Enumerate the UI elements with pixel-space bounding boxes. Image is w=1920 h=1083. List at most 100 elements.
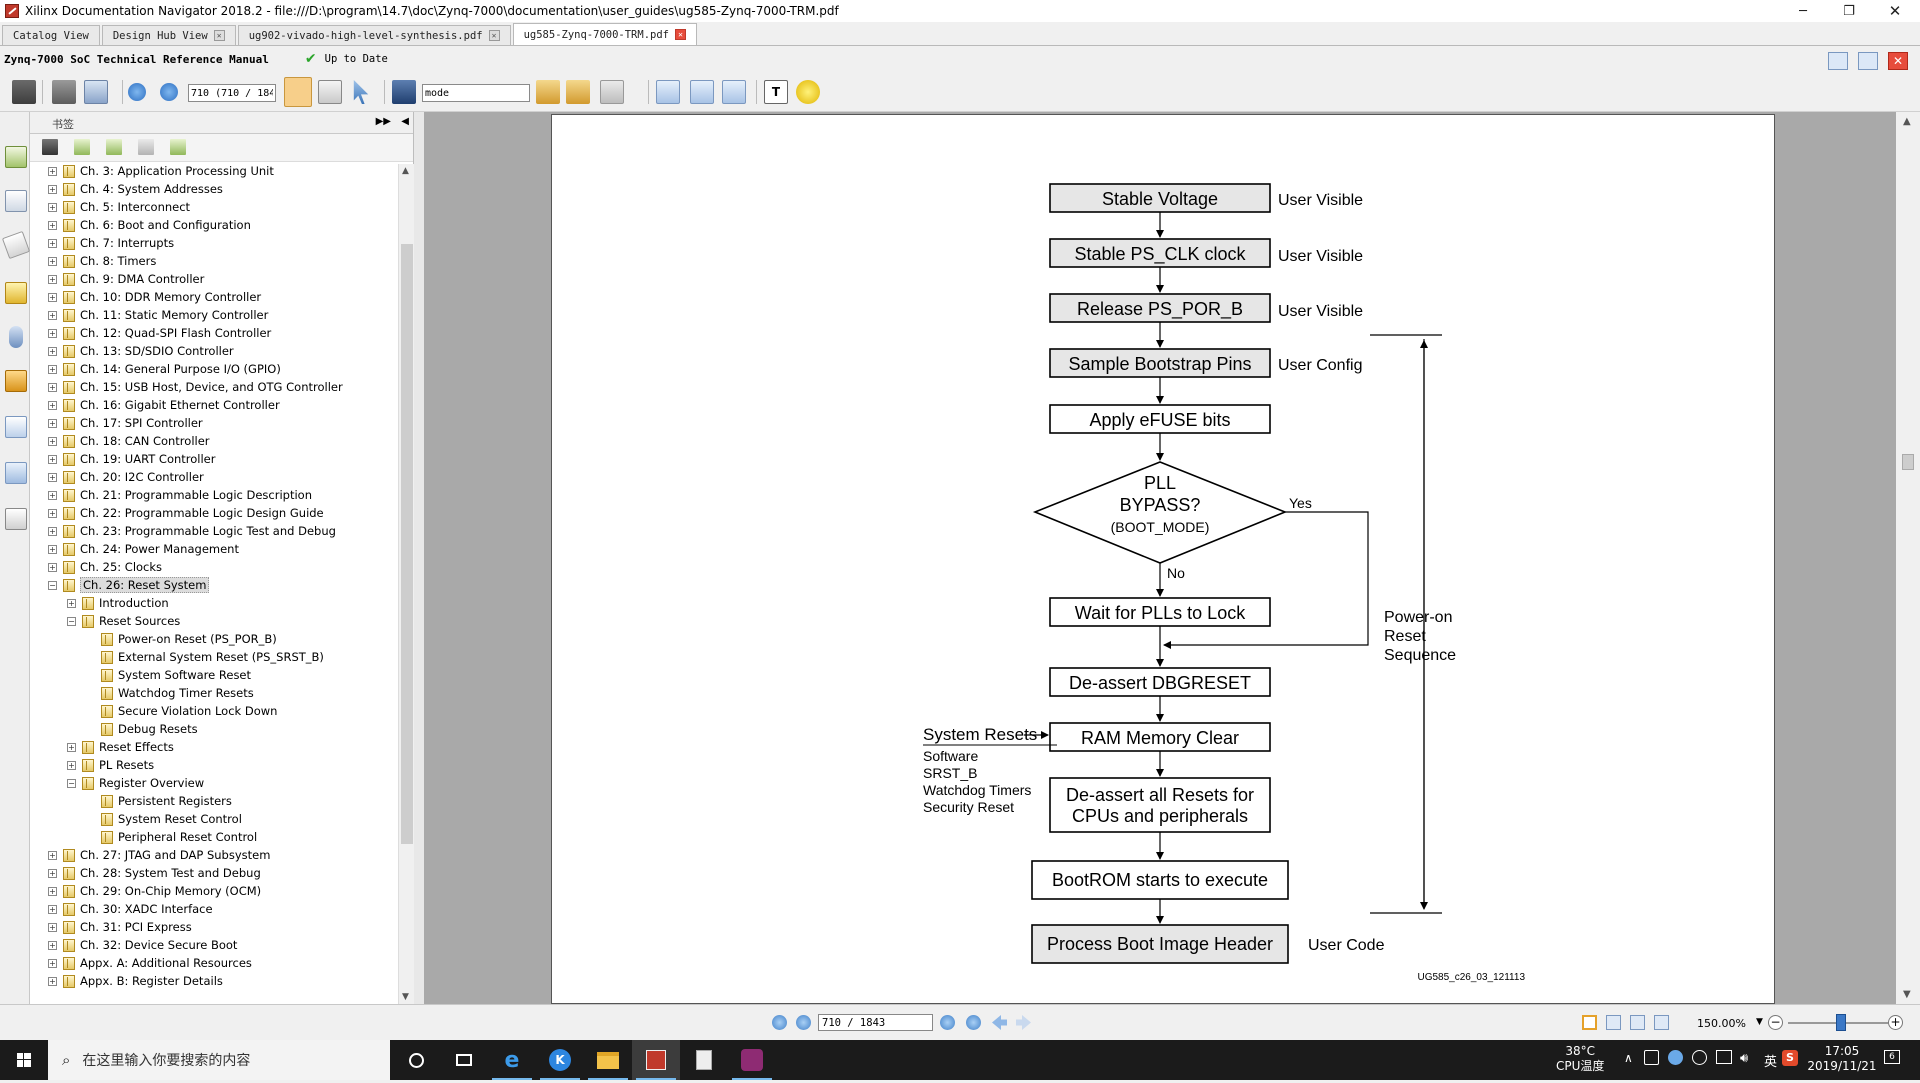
binoculars-icon[interactable] <box>392 80 416 104</box>
tree-expand-icon[interactable]: + <box>48 958 57 968</box>
bookmark-item[interactable]: +Ch. 28: System Test and Debug <box>48 864 261 882</box>
bookmark-item[interactable]: +Ch. 31: PCI Express <box>48 918 192 936</box>
tree-expand-icon[interactable]: + <box>48 166 57 176</box>
viewer-scrollbar[interactable]: ▲ ▼ <box>1896 112 1920 1004</box>
bookmark-item[interactable]: +Ch. 32: Device Secure Boot <box>48 936 237 954</box>
sogou-ime-icon[interactable]: S <box>1782 1050 1798 1066</box>
qq-icon[interactable] <box>1668 1050 1683 1065</box>
hand-tool-icon[interactable] <box>284 77 312 107</box>
bookmark-item[interactable]: +Ch. 25: Clocks <box>48 558 162 576</box>
taskbar-search[interactable]: ⌕ 在这里输入你要搜索的内容 <box>48 1040 390 1080</box>
bookmark-item[interactable]: Peripheral Reset Control <box>86 828 257 846</box>
cloud-icon[interactable] <box>1692 1050 1707 1065</box>
tree-expand-icon[interactable]: + <box>48 940 57 950</box>
tree-expand-icon[interactable]: + <box>67 598 76 608</box>
network-icon[interactable] <box>1644 1050 1659 1065</box>
bookmark-item[interactable]: +Ch. 22: Programmable Logic Design Guide <box>48 504 324 522</box>
comments-panel-icon[interactable] <box>5 282 27 304</box>
bookmark-item[interactable]: Debug Resets <box>86 720 198 738</box>
tree-expand-icon[interactable]: + <box>48 202 57 212</box>
tree-expand-icon[interactable]: + <box>48 508 57 518</box>
next-page-icon[interactable] <box>160 83 178 101</box>
lock-icon[interactable] <box>5 370 27 392</box>
bookmark-item[interactable]: +PL Resets <box>67 756 154 774</box>
tree-expand-icon[interactable]: + <box>48 220 57 230</box>
tree-expand-icon[interactable]: + <box>48 400 57 410</box>
print-icon[interactable] <box>52 80 76 104</box>
tree-expand-icon[interactable]: + <box>48 310 57 320</box>
tree-expand-icon[interactable]: + <box>48 184 57 194</box>
cortana-icon[interactable] <box>392 1040 440 1080</box>
tree-expand-icon[interactable]: + <box>48 238 57 248</box>
tag-icon[interactable] <box>1 230 31 260</box>
bookmark-item[interactable]: +Ch. 24: Power Management <box>48 540 239 558</box>
bookmark-item[interactable]: +Ch. 19: UART Controller <box>48 450 215 468</box>
bookmark-item[interactable]: +Ch. 3: Application Processing Unit <box>48 162 274 180</box>
search-options-icon[interactable] <box>600 80 624 104</box>
tree-expand-icon[interactable]: + <box>48 976 57 986</box>
previous-page-icon[interactable] <box>128 83 146 101</box>
bookmark-item[interactable]: +Ch. 16: Gigabit Ethernet Controller <box>48 396 280 414</box>
tree-expand-icon[interactable]: + <box>48 526 57 536</box>
select-text-icon[interactable] <box>318 80 342 104</box>
close-document-icon[interactable]: ✕ <box>1888 52 1908 70</box>
pages-panel-icon[interactable] <box>5 190 27 212</box>
first-page-icon[interactable] <box>772 1015 787 1030</box>
tree-expand-icon[interactable]: + <box>67 742 76 752</box>
rotate-icon[interactable] <box>690 80 714 104</box>
page-input[interactable] <box>818 1014 933 1031</box>
bookmark-item[interactable]: +Reset Effects <box>67 738 174 756</box>
bookmark-item[interactable]: +Ch. 11: Static Memory Controller <box>48 306 268 324</box>
delete-bookmark-icon[interactable] <box>42 139 58 155</box>
page-number-input[interactable] <box>188 84 276 102</box>
task-view-icon[interactable] <box>440 1040 488 1080</box>
bookmark-item[interactable]: Persistent Registers <box>86 792 232 810</box>
text-tool-icon[interactable]: T <box>764 80 788 104</box>
bookmark-item[interactable]: +Ch. 21: Programmable Logic Description <box>48 486 312 504</box>
expand-bookmark-icon[interactable] <box>106 139 122 155</box>
tree-expand-icon[interactable]: + <box>48 436 57 446</box>
bookmark-item[interactable]: +Ch. 27: JTAG and DAP Subsystem <box>48 846 270 864</box>
tree-expand-icon[interactable]: + <box>48 886 57 896</box>
tree-expand-icon[interactable]: + <box>48 850 57 860</box>
bookmark-item[interactable]: +Ch. 18: CAN Controller <box>48 432 210 450</box>
bookmark-item[interactable]: +Ch. 30: XADC Interface <box>48 900 213 918</box>
clock[interactable]: 17:05 2019/11/21 <box>1806 1044 1878 1074</box>
tab-ug585[interactable]: ug585-Zynq-7000-TRM.pdf✕ <box>512 23 697 45</box>
bookmark-item[interactable]: +Appx. B: Register Details <box>48 972 223 990</box>
pointer-tool-icon[interactable] <box>353 80 369 104</box>
tree-expand-icon[interactable]: + <box>48 364 57 374</box>
zoom-dropdown-icon[interactable]: ▼ <box>1756 1017 1763 1027</box>
tree-expand-icon[interactable]: + <box>48 490 57 500</box>
window-layout-icon[interactable] <box>1828 52 1848 70</box>
find-previous-icon[interactable] <box>536 80 560 104</box>
zoom-slider-handle[interactable] <box>1836 1014 1846 1031</box>
tree-expand-icon[interactable]: + <box>48 292 57 302</box>
tab-design-hub-view[interactable]: Design Hub View✕ <box>101 25 236 45</box>
settings-grid-icon[interactable] <box>1858 52 1878 70</box>
find-bookmark-icon[interactable] <box>170 139 186 155</box>
search-input[interactable] <box>422 84 530 102</box>
back-arrow-icon[interactable] <box>992 1015 1007 1030</box>
tree-expand-icon[interactable]: + <box>48 274 57 284</box>
tree-expand-icon[interactable]: + <box>48 904 57 914</box>
document-search-icon[interactable] <box>5 416 27 438</box>
restore-button[interactable]: ❐ <box>1843 3 1855 19</box>
tree-expand-icon[interactable]: − <box>67 778 76 788</box>
bookmarks-scrollbar[interactable]: ▲ ▼ <box>398 164 414 1004</box>
continuous-facing-icon[interactable] <box>1654 1015 1669 1030</box>
bookmark-item[interactable]: Power-on Reset (PS_POR_B) <box>86 630 277 648</box>
tree-expand-icon[interactable]: + <box>48 328 57 338</box>
ime-indicator[interactable]: 英 <box>1764 1055 1778 1070</box>
bookmark-item[interactable]: −Ch. 26: Reset System <box>48 576 210 594</box>
options-chevron-icon[interactable]: ▶▶ <box>375 116 391 127</box>
previous-page-icon[interactable] <box>796 1015 811 1030</box>
find-next-icon[interactable] <box>566 80 590 104</box>
save-icon[interactable] <box>12 80 36 104</box>
minimize-button[interactable]: ─ <box>1799 3 1807 19</box>
comment-icon[interactable] <box>796 80 820 104</box>
bookmark-item[interactable]: System Reset Control <box>86 810 242 828</box>
tree-expand-icon[interactable]: + <box>48 562 57 572</box>
tree-expand-icon[interactable]: + <box>67 760 76 770</box>
panel-splitter[interactable] <box>414 112 424 1004</box>
